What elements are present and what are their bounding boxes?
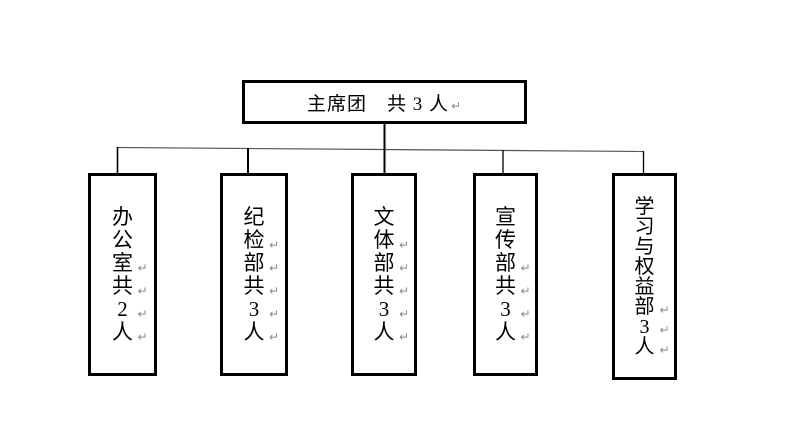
- node-label-char: 人↵: [494, 319, 531, 344]
- line-break-mark-icon: ↵: [268, 329, 279, 344]
- line-break-mark-icon: ↵: [520, 283, 531, 298]
- label-char: 纪: [243, 204, 265, 229]
- branch-node-jijianbu: 纪检↵部↵共↵3↵人↵: [220, 173, 288, 376]
- label-char: 3: [378, 296, 390, 321]
- horizontal-rail-line: [116, 146, 645, 153]
- node-label-char: 文: [372, 204, 396, 229]
- root-node: 主席团 共 3 人↵: [242, 80, 527, 124]
- label-char: 宣: [495, 204, 516, 229]
- label-char: 共: [243, 273, 265, 298]
- line-break-mark-icon: ↵: [520, 306, 531, 321]
- line-break-mark-icon: ↵: [659, 342, 670, 357]
- label-char: 人: [243, 319, 265, 344]
- label-char: 体: [373, 227, 395, 252]
- node-label-char: 人↵: [633, 335, 670, 358]
- label-char: 共: [373, 273, 395, 298]
- label-char: 益: [634, 275, 655, 298]
- node-label-char: 部↵: [494, 250, 531, 275]
- branch-node-xuanchuanbu: 宣传部↵共↵3↵人↵: [473, 173, 538, 376]
- node-label-char: 室↵: [111, 250, 148, 275]
- node-label-char: 习: [633, 217, 657, 237]
- line-break-mark-icon: ↵: [398, 306, 409, 321]
- node-label-char: 共↵: [242, 273, 280, 298]
- node-label-char: 益: [633, 277, 657, 297]
- node-label-char: 办: [111, 204, 135, 229]
- label-char: 3: [500, 296, 511, 321]
- node-label-char: 共↵: [494, 273, 531, 298]
- node-label-char: 3↵: [494, 296, 530, 321]
- label-char: 传: [495, 227, 516, 252]
- line-break-mark-icon: ↵: [137, 283, 148, 298]
- line-break-mark-icon: ↵: [398, 283, 409, 298]
- line-break-mark-icon: ↵: [268, 283, 279, 298]
- branch-node-wentibu: 文体↵部↵共↵3↵人↵: [351, 173, 417, 376]
- label-char: 3: [639, 315, 650, 338]
- label-char: 文: [373, 204, 395, 229]
- label-char: 习: [634, 215, 655, 238]
- line-break-mark-icon: ↵: [520, 260, 531, 275]
- branch-node-bangongshi: 办公室↵共↵2↵人↵: [88, 173, 157, 376]
- node-label-char: 3↵: [372, 296, 409, 321]
- node-label-char: 人↵: [242, 319, 280, 344]
- line-break-mark-icon: ↵: [137, 260, 148, 275]
- node-label-char: 部↵: [242, 250, 280, 275]
- label-char: 权: [634, 255, 655, 278]
- branch-node-xuexiyuquanyibu: 学习与权益部↵3↵人↵: [612, 173, 677, 380]
- node-label-char: 体↵: [372, 227, 410, 252]
- line-break-mark-icon: ↵: [398, 237, 409, 252]
- label-char: 共: [112, 273, 133, 298]
- label-char: 3: [248, 296, 260, 321]
- label-char: 部: [243, 250, 265, 275]
- label-char: 部: [495, 250, 516, 275]
- label-char: 人: [112, 319, 133, 344]
- label-char: 办: [112, 204, 133, 229]
- line-break-mark-icon: ↵: [268, 237, 279, 252]
- node-label-char: 宣: [494, 204, 518, 229]
- label-char: 与: [634, 235, 655, 258]
- line-break-mark-icon: ↵: [137, 306, 148, 321]
- node-label-char: 3↵: [633, 315, 670, 338]
- node-label-char: 部↵: [372, 250, 410, 275]
- label-char: 学: [634, 195, 655, 218]
- line-break-mark-icon: ↵: [520, 329, 531, 344]
- label-char: 公: [112, 227, 133, 252]
- label-char: 人: [373, 319, 395, 344]
- line-break-mark-icon: ↵: [137, 329, 148, 344]
- node-label-char: 检↵: [242, 227, 280, 252]
- line-break-mark-icon: ↵: [268, 260, 279, 275]
- label-char: 部: [373, 250, 395, 275]
- label-char: 2: [117, 296, 128, 321]
- label-char: 室: [112, 250, 133, 275]
- node-label-char: 人↵: [372, 319, 410, 344]
- node-label-char: 人↵: [111, 319, 148, 344]
- root-node-label: 主席团 共 3 人: [306, 93, 449, 115]
- line-break-mark-icon: ↵: [659, 302, 670, 317]
- line-break-mark-icon: ↵: [398, 329, 409, 344]
- line-break-mark-icon: ↵: [659, 322, 670, 337]
- node-label-char: 与: [633, 237, 657, 257]
- label-char: 共: [495, 273, 516, 298]
- line-break-mark-icon: ↵: [268, 306, 279, 321]
- node-label-char: 共↵: [111, 273, 148, 298]
- label-char: 人: [495, 319, 516, 344]
- node-label-char: 纪: [242, 204, 266, 229]
- node-label-char: 2↵: [111, 296, 147, 321]
- label-char: 人: [634, 335, 655, 358]
- node-label-char: 传: [494, 227, 518, 252]
- line-break-mark-icon: ↵: [398, 260, 409, 275]
- label-char: 检: [243, 227, 265, 252]
- node-label-char: 共↵: [372, 273, 410, 298]
- node-label-char: 部↵: [633, 295, 670, 318]
- node-label-char: 学: [633, 197, 657, 217]
- node-label-char: 公: [111, 227, 135, 252]
- node-label-char: 权: [633, 257, 657, 277]
- label-char: 部: [634, 295, 655, 318]
- node-label-char: 3↵: [242, 296, 279, 321]
- line-break-mark-icon: ↵: [450, 99, 463, 113]
